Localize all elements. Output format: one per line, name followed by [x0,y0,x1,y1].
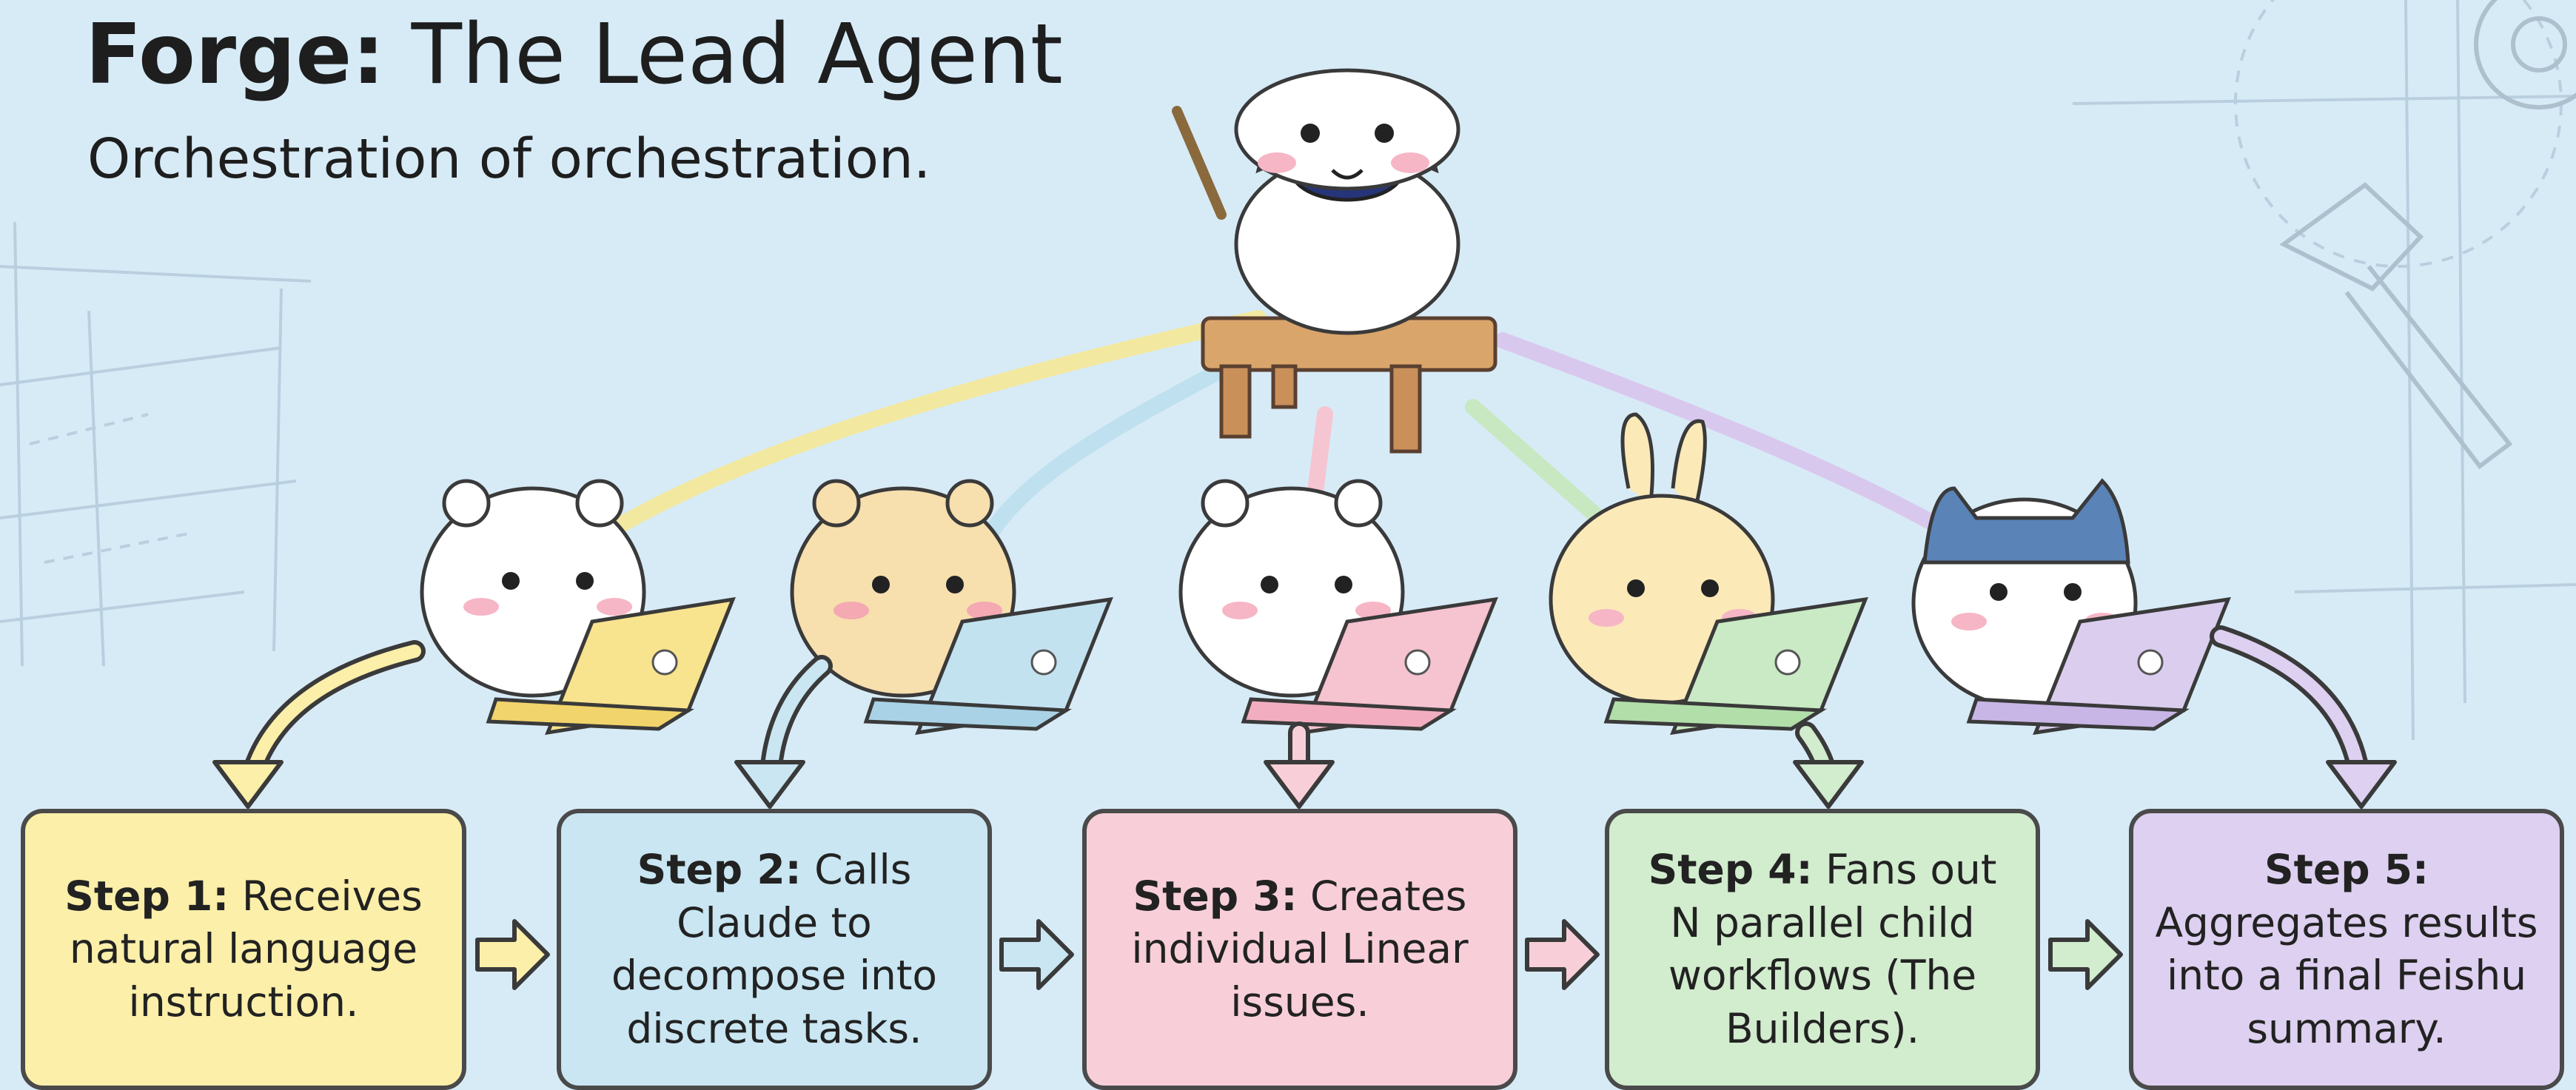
step-2-box: Step 2: Calls Claude to decompose into d… [557,809,992,1090]
worker-1-white-bear [420,479,736,736]
gear-icon [2474,0,2576,110]
worker-3-white-bear [1178,479,1498,736]
step-2-label: Step 2: [637,846,802,893]
step-5-box: Step 5: Aggregates results into a final … [2129,809,2564,1090]
step-4-label: Step 4: [1648,846,1813,893]
lead-character [1172,68,1497,454]
step-3-text: Step 3: Creates individual Linear issues… [1107,870,1492,1029]
flow-arrows [475,919,2123,990]
step-4-box: Step 4: Fans out N parallel child workfl… [1605,809,2040,1090]
step-1-label: Step 1: [64,872,229,920]
page-subtitle: Orchestration of orchestration. [87,127,930,191]
step-1-text: Step 1: Receives natural language instru… [46,870,441,1029]
step-4-description: Fans out N parallel child workflows (The… [1668,846,1997,1052]
step-5-text: Step 5: Aggregates results into a final … [2154,844,2539,1055]
worker-2-tan-bear [790,479,1113,736]
laptop-icon [1966,596,2231,736]
worker-characters [420,412,2231,736]
laptop-icon [486,596,736,736]
worker-4-rabbit [1549,412,1868,736]
connector-to-worker-2 [969,362,1230,571]
connector-to-worker-1 [554,310,1267,571]
step-2-description: Calls Claude to decompose into discrete … [611,846,938,1052]
step-3-description: Creates individual Linear issues. [1131,872,1469,1026]
step-5-label: Step 5: [2264,846,2429,893]
laptop-icon [1241,596,1498,736]
arrow-to-step-4-icon [1793,721,1864,809]
arrow-to-step-2-icon [734,655,833,809]
hammer-icon [2279,182,2513,470]
arrow-step2-to-step3-icon [999,919,1074,990]
step-3-label: Step 3: [1133,872,1298,920]
arrow-to-step-3-icon [1264,721,1335,809]
step-2-text: Step 2: Calls Claude to decompose into d… [582,844,967,1055]
connector-to-worker-4 [1465,399,1607,526]
laptop-icon [863,596,1113,736]
step-5-description: Aggregates results into a final Feishu s… [2155,898,2538,1052]
arrow-step1-to-step2-icon [475,919,550,990]
arrow-step3-to-step4-icon [1525,919,1600,990]
step-4-text: Step 4: Fans out N parallel child workfl… [1630,844,2015,1055]
worker-5-blue-eared-cat [1911,478,2231,736]
page-title: Forge: The Lead Agent [85,7,1063,103]
arrow-to-step-1-icon [212,640,426,809]
arrow-to-step-5-icon [2210,625,2397,809]
step-3-box: Step 3: Creates individual Linear issues… [1082,809,1517,1090]
arrow-step4-to-step5-icon [2048,919,2123,990]
laptop-icon [1603,596,1868,736]
step-1-description: Receives natural language instruction. [69,872,423,1026]
pointer-stick-icon [1172,106,1227,220]
background-sketch-left [0,221,312,667]
down-arrows [212,625,2397,809]
step-1-box: Step 1: Receives natural language instru… [21,809,466,1090]
connector-to-worker-5 [1495,332,2007,571]
